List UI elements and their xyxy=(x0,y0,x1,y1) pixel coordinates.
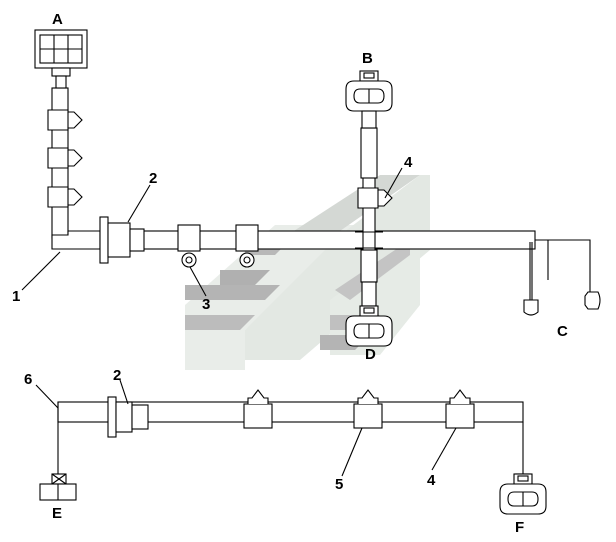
clip-arrow-a3 xyxy=(47,186,83,208)
connector-e xyxy=(39,473,77,501)
leader-5 xyxy=(341,427,363,477)
clip-arrow-a1 xyxy=(47,109,83,131)
label-5: 5 xyxy=(335,476,343,493)
connector-f xyxy=(499,473,547,515)
grommet-bottom xyxy=(107,396,149,438)
label-2-top: 2 xyxy=(149,170,157,187)
clip-up-5 xyxy=(353,389,383,429)
bottom-harness xyxy=(35,379,547,515)
leader-2-top xyxy=(127,184,151,223)
ring-clip-2 xyxy=(235,224,259,268)
label-4-bottom: 4 xyxy=(427,472,436,489)
connector-c-right xyxy=(584,291,601,310)
label-4-top: 4 xyxy=(404,154,413,171)
label-f: F xyxy=(515,519,524,536)
watermark-logo xyxy=(185,175,430,370)
leader-3 xyxy=(189,266,207,297)
ring-clip-1 xyxy=(177,224,201,268)
callout-labels: A B C D E F 1 2 3 4 6 2 5 4 xyxy=(12,11,568,536)
label-6: 6 xyxy=(24,371,32,388)
label-b: B xyxy=(362,50,373,67)
branch-c-wires xyxy=(535,239,591,292)
clip-arrow-4-top xyxy=(357,187,393,209)
label-3: 3 xyxy=(202,296,210,313)
connector-c-left xyxy=(523,299,539,316)
label-d: D xyxy=(365,346,376,363)
label-2-bottom: 2 xyxy=(113,367,121,384)
leader-1 xyxy=(21,251,61,291)
label-e: E xyxy=(52,505,62,522)
leader-4-bottom xyxy=(431,427,457,471)
leader-4-top xyxy=(384,167,403,199)
leader-6 xyxy=(35,384,59,409)
grommet-top xyxy=(99,216,145,264)
branch-bd-tube-top xyxy=(360,127,378,179)
label-1: 1 xyxy=(12,288,20,305)
connector-a xyxy=(34,29,88,89)
label-c: C xyxy=(557,323,568,340)
branch-bd-tube-bottom xyxy=(360,249,378,283)
clip-arrow-a2 xyxy=(47,147,83,169)
leader-2-bottom xyxy=(119,379,129,405)
connector-d xyxy=(345,281,393,347)
label-a: A xyxy=(52,11,63,28)
clip-up-1 xyxy=(243,389,273,429)
connector-b xyxy=(345,70,393,129)
top-harness xyxy=(21,29,601,347)
clip-up-4 xyxy=(445,389,475,429)
main-trunk xyxy=(99,230,536,250)
